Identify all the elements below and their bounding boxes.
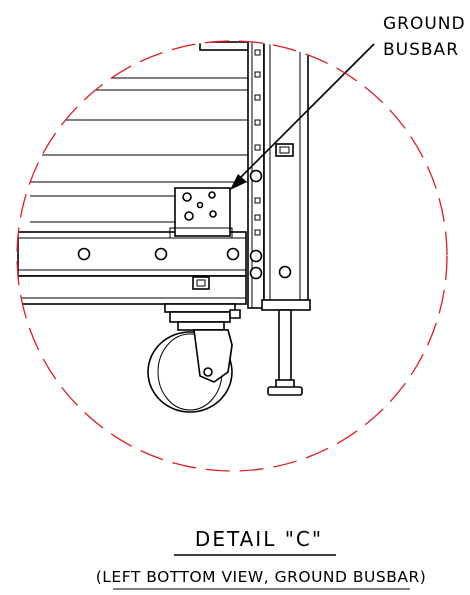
leveler-stem [278,309,292,383]
upright-nut [275,143,294,157]
upright-bolt [278,265,292,279]
beam-bolt-2 [154,247,168,261]
detail-title: DETAIL "C" [195,527,323,551]
beam-bolt-3 [226,247,240,261]
beam-bolt-1 [77,247,91,261]
busbar-arrowhead [230,174,247,190]
post-holes [254,49,261,236]
wheel-axle [203,367,213,377]
detail-circle [16,40,448,472]
leveler-pad [267,386,303,396]
clipped-linework [17,41,311,413]
detail-subtitle: (LEFT BOTTOM VIEW, GROUND BUSBAR) [96,568,427,586]
callout-ground: GROUND [383,14,466,34]
bottom-beam [17,231,247,277]
main-upright [263,41,309,309]
busbar-leader-line [237,43,375,181]
beam-nut [192,276,210,290]
callout-busbar: BUSBAR [383,40,459,60]
